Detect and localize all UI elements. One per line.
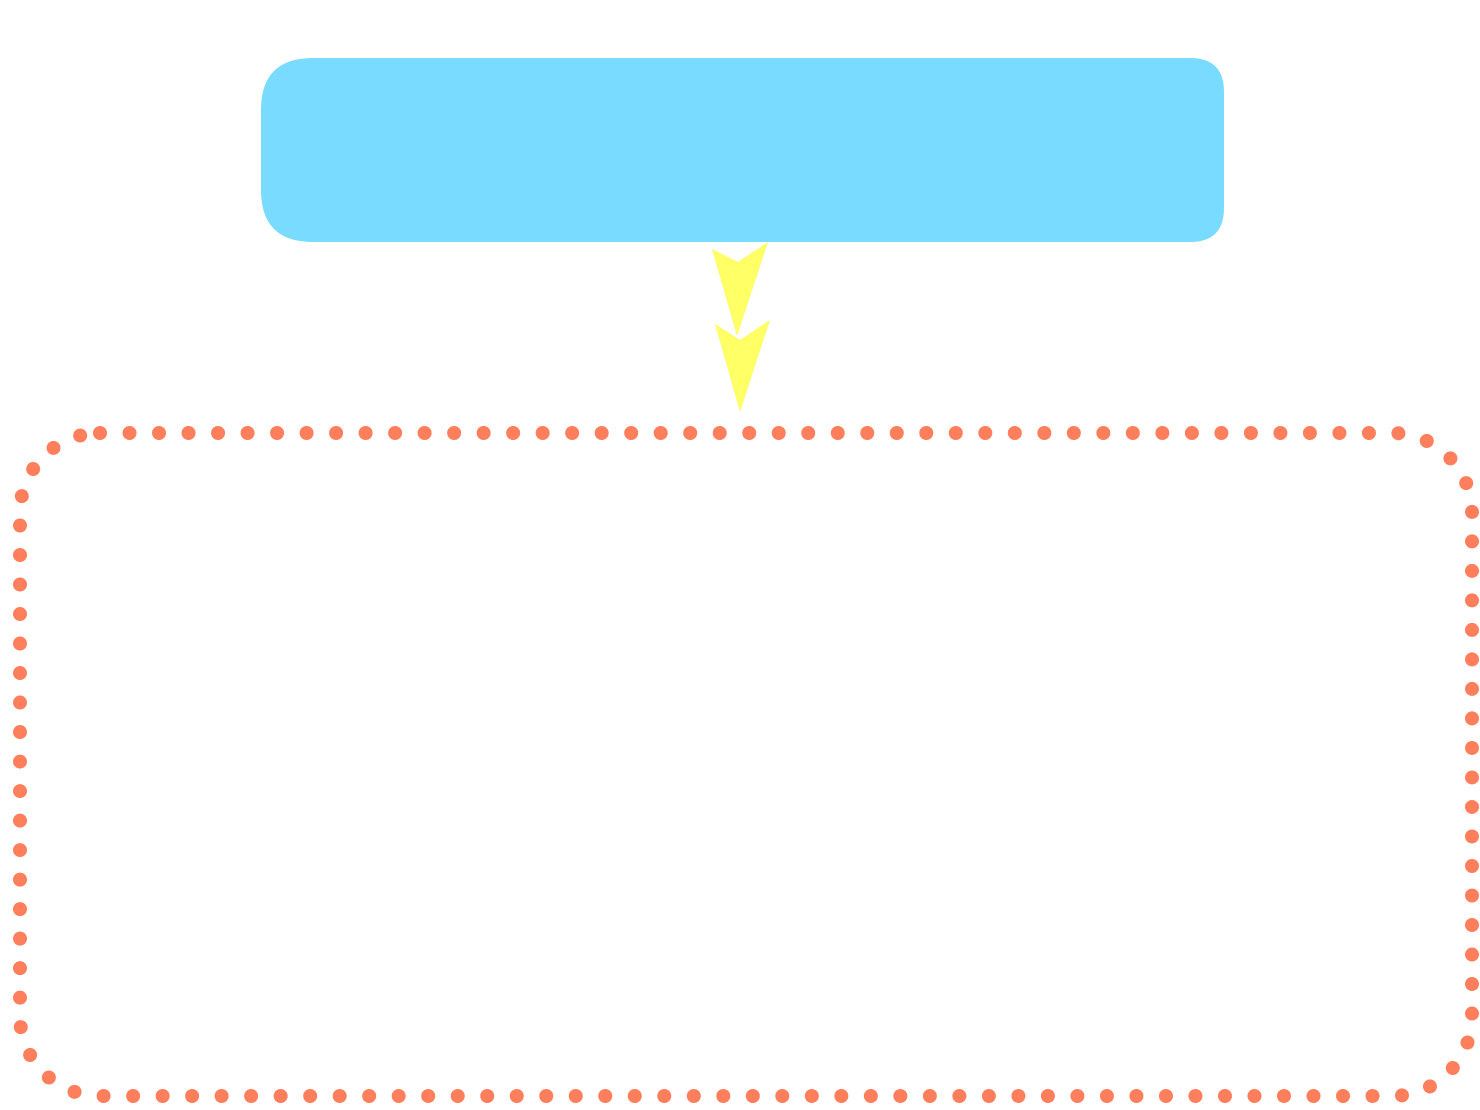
top-box[interactable]: [261, 58, 1224, 242]
connector-arrow: [712, 242, 770, 412]
chevron-lower-icon: [715, 320, 770, 412]
bottom-box[interactable]: [13, 426, 1479, 1103]
chevron-upper-icon: [712, 242, 768, 336]
top-box-shape: [261, 58, 1224, 242]
bottom-box-border: [13, 426, 1479, 1103]
